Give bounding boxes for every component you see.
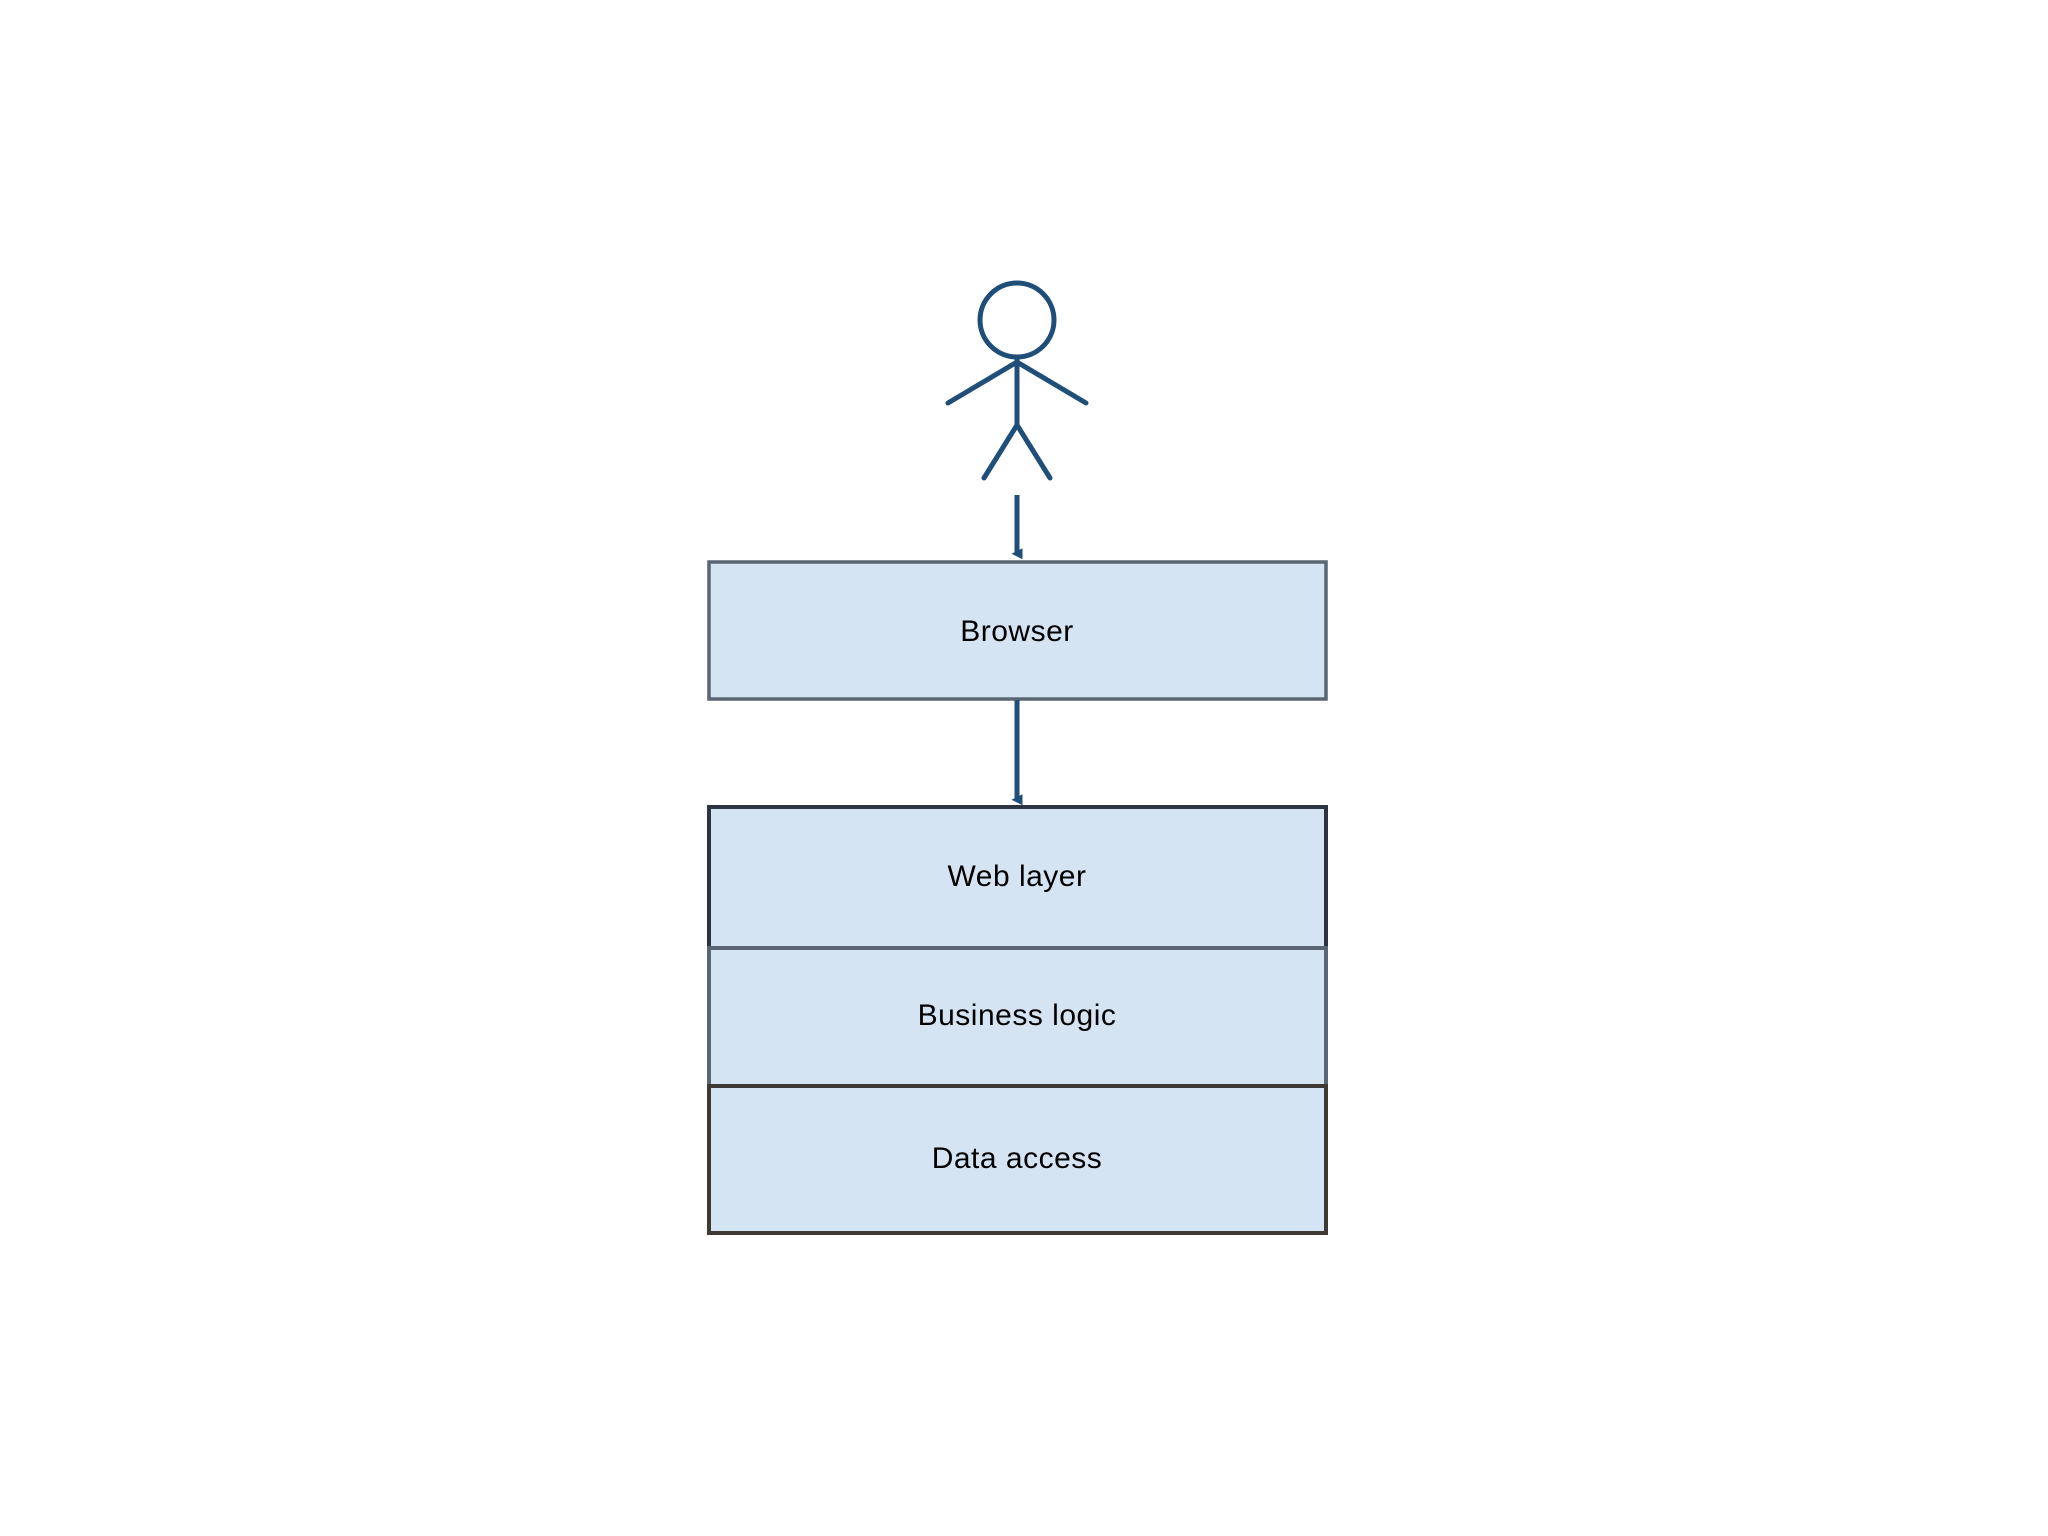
actor-left-arm-line [945,359,1020,406]
actor-right-arm-line [1014,359,1089,406]
browser-node[interactable]: Browser [707,560,1328,701]
business-logic-label: Business logic [918,999,1117,1032]
browser-label: Browser [960,615,1074,648]
data-access-label: Data access [932,1142,1103,1175]
application-layer-stack: Web layer Business logic Data access [707,805,1328,1235]
actor-right-leg-line [1014,422,1053,481]
web-layer-node[interactable]: Web layer [707,805,1328,950]
browser-box-shape [707,560,1328,701]
actor-left-leg-line [981,422,1020,481]
business-logic-box-shape [707,946,1328,1088]
actor-head-icon [977,280,1057,360]
data-access-box-shape [707,1084,1328,1235]
data-access-node[interactable]: Data access [707,1084,1328,1235]
user-actor-icon [945,280,1089,481]
business-logic-node[interactable]: Business logic [707,946,1328,1088]
web-layer-box-shape [707,805,1328,950]
web-layer-label: Web layer [947,860,1086,893]
